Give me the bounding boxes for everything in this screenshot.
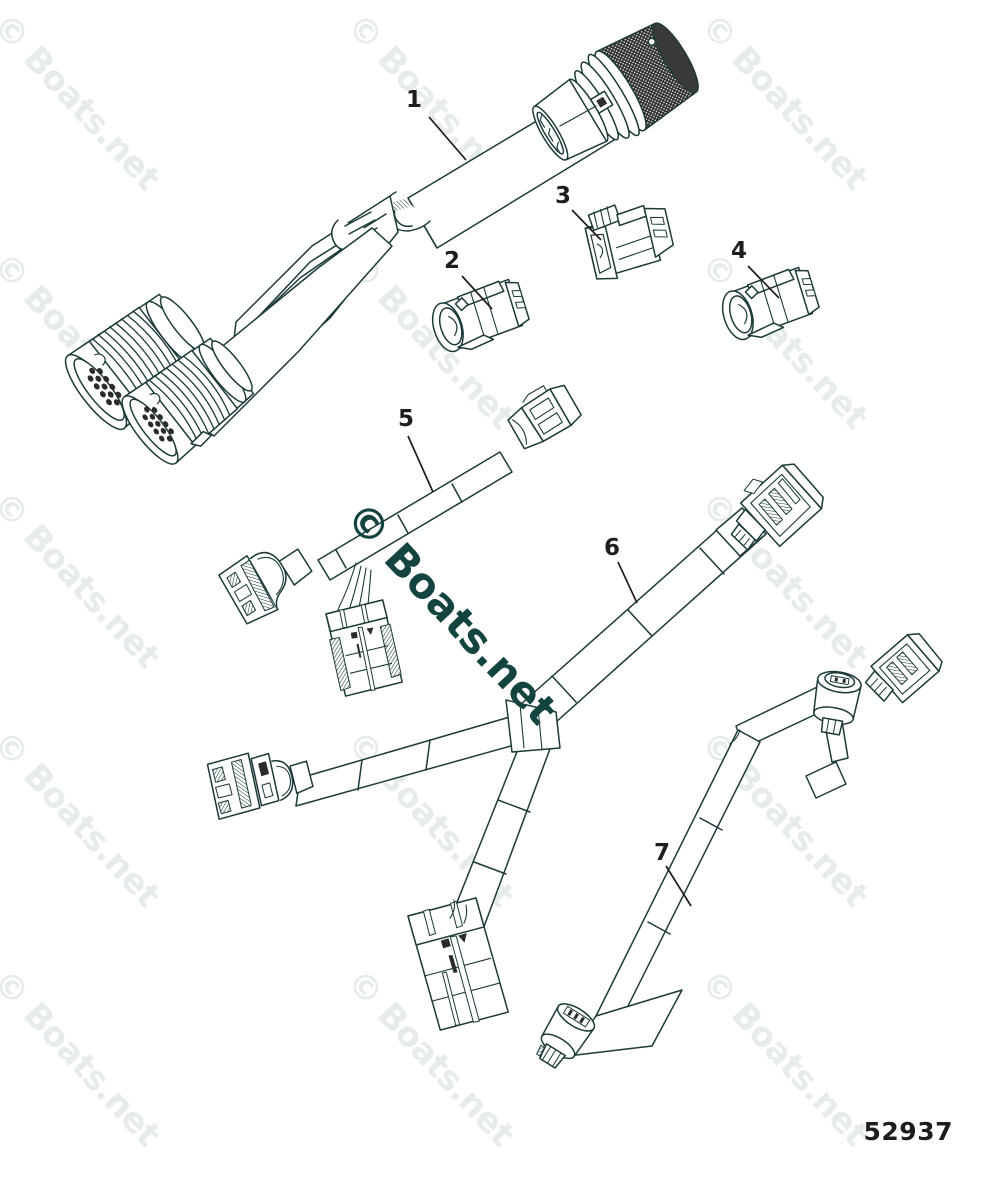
callout-number-5: 5 bbox=[398, 406, 415, 432]
callout-leader-lines bbox=[407, 116, 780, 907]
leader-line-3 bbox=[571, 209, 602, 241]
callout-number-7: 7 bbox=[654, 840, 671, 866]
callout-number-2: 2 bbox=[444, 248, 461, 274]
part-3-connector bbox=[584, 204, 674, 280]
leader-line-1 bbox=[428, 116, 467, 161]
diagram-part-number: 52937 bbox=[863, 1117, 953, 1146]
leader-line-7 bbox=[665, 865, 692, 907]
callout-number-3: 3 bbox=[555, 183, 572, 209]
leader-line-2 bbox=[461, 275, 493, 310]
part-6-y-branch-harness bbox=[206, 463, 824, 1031]
leader-line-4 bbox=[747, 265, 780, 299]
callout-number-1: 1 bbox=[406, 87, 423, 113]
part-1-circular-connector-lower bbox=[121, 337, 255, 465]
leader-line-6 bbox=[617, 561, 638, 604]
part-7-sensor-extension-harness bbox=[536, 632, 943, 1069]
part-5-jumper-harness bbox=[218, 384, 582, 697]
part-2-connector bbox=[431, 278, 530, 353]
part-1-main-harness bbox=[171, 22, 699, 437]
part-4-connector bbox=[721, 266, 820, 341]
leader-line-5 bbox=[407, 435, 434, 493]
callout-number-6: 6 bbox=[604, 535, 621, 561]
callout-number-4: 4 bbox=[731, 238, 748, 264]
